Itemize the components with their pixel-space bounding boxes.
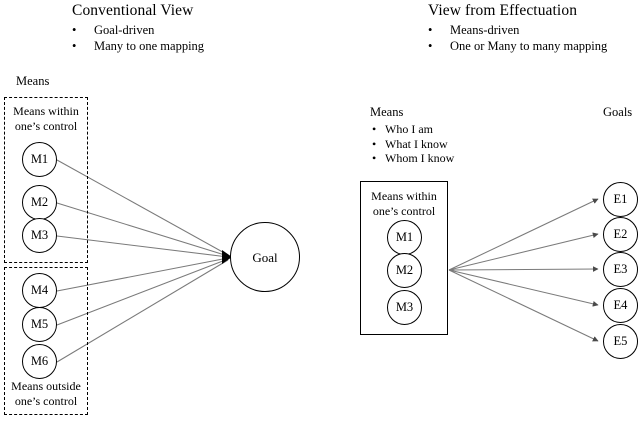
right-box-caption: Means within one’s control xyxy=(361,189,447,218)
node-e2[interactable]: E2 xyxy=(603,217,638,252)
node-m6-left[interactable]: M6 xyxy=(22,344,57,379)
means-bullet-text: Whom I know xyxy=(385,151,455,165)
node-m1-right-label: M1 xyxy=(395,230,414,245)
right-panel-title: View from Effectuation xyxy=(428,2,578,19)
bullet-glyph: • xyxy=(72,39,77,53)
node-m4-left[interactable]: M4 xyxy=(22,273,57,308)
node-m1-left-label: M1 xyxy=(30,152,49,167)
edge-means-e4 xyxy=(448,269,599,307)
caption-line-2: one’s control xyxy=(372,203,436,218)
bullet-glyph: • xyxy=(372,136,377,151)
left-bullet-row: • Many to one mapping xyxy=(72,38,204,54)
bullet-glyph: • xyxy=(372,122,377,136)
node-m2-right-label: M2 xyxy=(395,263,414,278)
edge-means-e1 xyxy=(448,198,599,271)
right-panel-bullets: • Means-driven • One or Many to many mappi… xyxy=(428,22,607,54)
caption-line-2: one’s control xyxy=(14,393,78,408)
left-box-means-within-control: Means within one’s control xyxy=(4,97,88,263)
node-m1-right[interactable]: M1 xyxy=(387,220,422,255)
node-m3-right-label: M3 xyxy=(395,300,414,315)
means-bullet-row: • Whom I know xyxy=(372,151,454,166)
node-e5[interactable]: E5 xyxy=(603,324,638,359)
node-m3-right[interactable]: M3 xyxy=(387,290,422,325)
bullet-glyph: • xyxy=(72,23,77,37)
right-means-label: Means xyxy=(370,105,404,119)
right-box-means-within-control: Means within one’s control xyxy=(360,181,448,335)
left-panel-title: Conventional View xyxy=(72,2,194,19)
node-goal[interactable]: Goal xyxy=(230,222,300,292)
right-bullet-row: • One or Many to many mapping xyxy=(428,38,607,54)
node-e1[interactable]: E1 xyxy=(603,182,638,217)
node-e4[interactable]: E4 xyxy=(603,288,638,323)
node-m6-left-label: M6 xyxy=(30,354,49,369)
edge-means-e5 xyxy=(448,269,599,342)
left-bullet-text: Goal-driven xyxy=(94,23,155,37)
bullet-glyph: • xyxy=(428,23,433,37)
caption-line-1: Means outside xyxy=(11,379,81,393)
node-e2-label: E2 xyxy=(613,227,628,242)
caption-line-1: Means within xyxy=(13,104,79,118)
left-box-within-caption: Means within one’s control xyxy=(5,104,87,133)
node-m5-left[interactable]: M5 xyxy=(22,307,57,342)
node-m4-left-label: M4 xyxy=(30,283,49,298)
node-m2-right[interactable]: M2 xyxy=(387,253,422,288)
node-e4-label: E4 xyxy=(613,298,628,313)
left-box-means-outside-control: Means outside one’s control xyxy=(4,267,88,415)
right-connectors xyxy=(448,198,599,342)
left-bullet-text: Many to one mapping xyxy=(94,39,205,53)
node-e3-label: E3 xyxy=(613,262,628,277)
node-m3-left[interactable]: M3 xyxy=(22,218,57,253)
means-bullet-text: Who I am xyxy=(385,122,433,136)
bullet-glyph: • xyxy=(428,39,433,53)
right-bullet-text: Means-driven xyxy=(450,23,520,37)
node-e5-label: E5 xyxy=(613,334,628,349)
node-m5-left-label: M5 xyxy=(30,317,49,332)
left-bullet-row: • Goal-driven xyxy=(72,22,204,38)
means-bullet-row: • What I know xyxy=(372,137,454,152)
edge-means-e3 xyxy=(448,266,599,272)
right-goals-label: Goals xyxy=(603,105,633,119)
node-m3-left-label: M3 xyxy=(30,228,49,243)
node-goal-label: Goal xyxy=(252,249,278,265)
caption-line-2: one’s control xyxy=(14,118,78,133)
right-bullet-row: • Means-driven xyxy=(428,22,607,38)
right-bullet-text: One or Many to many mapping xyxy=(450,39,608,53)
left-means-label: Means xyxy=(16,74,50,88)
node-e1-label: E1 xyxy=(613,192,628,207)
edge-means-e2 xyxy=(448,232,599,271)
means-bullet-text: What I know xyxy=(385,136,448,151)
right-means-bullet-list: • Who I am • What I know • Whom I know xyxy=(372,122,454,166)
node-e3[interactable]: E3 xyxy=(603,252,638,287)
means-bullet-row: • Who I am xyxy=(372,122,454,137)
node-m1-left[interactable]: M1 xyxy=(22,142,57,177)
bullet-glyph: • xyxy=(372,151,377,165)
node-m2-left[interactable]: M2 xyxy=(22,185,57,220)
node-m2-left-label: M2 xyxy=(30,195,49,210)
left-panel-bullets: • Goal-driven • Many to one mapping xyxy=(72,22,204,54)
caption-line-1: Means within xyxy=(371,189,437,203)
left-box-outside-caption: Means outside one’s control xyxy=(5,379,87,408)
